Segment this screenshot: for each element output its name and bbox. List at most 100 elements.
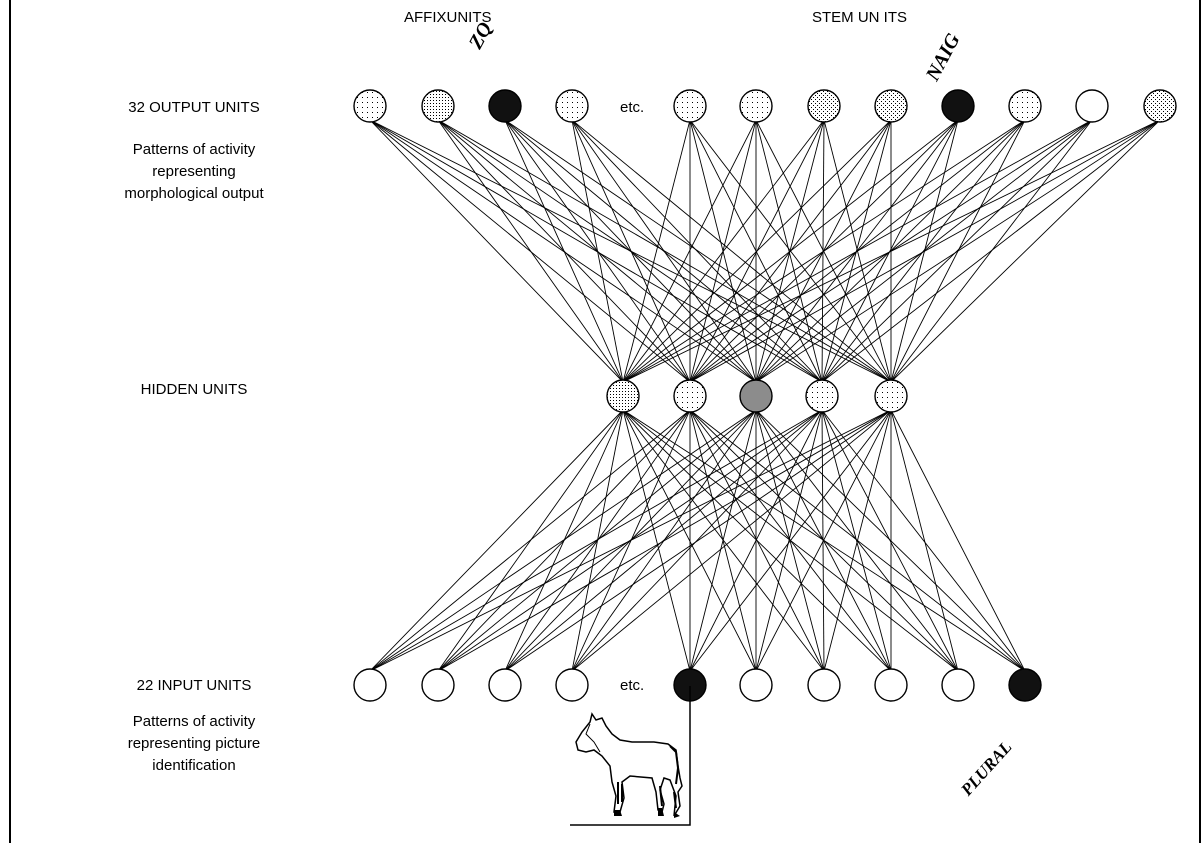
connection-input-8-hidden-3 xyxy=(821,409,959,672)
connection-output-0-hidden-3 xyxy=(369,119,823,383)
connection-output-10-hidden-3 xyxy=(821,119,1093,383)
connection-output-11-hidden-1 xyxy=(689,119,1161,383)
connection-input-0-hidden-1 xyxy=(369,409,691,672)
output-unit-1 xyxy=(421,89,455,123)
connection-output-5-hidden-3 xyxy=(755,119,823,383)
connection-output-1-hidden-1 xyxy=(437,119,691,383)
connection-input-4-hidden-2 xyxy=(689,409,757,672)
hidden-unit-4 xyxy=(874,379,908,413)
connection-input-5-hidden-4 xyxy=(755,409,892,672)
hidden-unit-1 xyxy=(673,379,707,413)
input-unit-6 xyxy=(807,668,841,702)
input-unit-2 xyxy=(488,668,522,702)
input-unit-7 xyxy=(874,668,908,702)
connection-input-5-hidden-0 xyxy=(622,409,757,672)
connection-input-1-hidden-2 xyxy=(437,409,757,672)
connection-output-8-hidden-3 xyxy=(821,119,959,383)
output-desc-line-3: morphological output xyxy=(124,185,264,202)
connection-output-4-hidden-2 xyxy=(689,119,757,383)
connection-output-7-hidden-3 xyxy=(821,119,892,383)
hidden-unit-0 xyxy=(606,379,640,413)
connection-input-2-hidden-4 xyxy=(504,409,892,672)
connection-output-8-hidden-4 xyxy=(890,119,959,383)
connection-output-9-hidden-4 xyxy=(890,119,1026,383)
input-unit-1 xyxy=(421,668,455,702)
connection-output-11-hidden-4 xyxy=(890,119,1161,383)
connection-output-1-hidden-4 xyxy=(437,119,892,383)
output-unit-9 xyxy=(1008,89,1042,123)
connection-input-9-hidden-4 xyxy=(890,409,1026,672)
connection-output-1-hidden-2 xyxy=(437,119,757,383)
affix-units-header: AFFIXUNITS xyxy=(404,9,492,26)
output-unit-4 xyxy=(673,89,707,123)
connection-output-0-hidden-1 xyxy=(369,119,691,383)
output-unit-3 xyxy=(555,89,589,123)
output-unit-8 xyxy=(941,89,975,123)
connection-input-0-hidden-3 xyxy=(369,409,823,672)
connection-input-2-hidden-3 xyxy=(504,409,823,672)
stem-units-header: STEM UN ITS xyxy=(812,9,908,26)
input-etc-label: etc. xyxy=(620,677,645,694)
connection-input-4-hidden-3 xyxy=(689,409,823,672)
output-desc-line-2: representing xyxy=(152,163,236,180)
connection-output-10-hidden-4 xyxy=(890,119,1093,383)
connection-output-6-hidden-1 xyxy=(689,119,825,383)
output-unit-6 xyxy=(807,89,841,123)
connection-input-6-hidden-0 xyxy=(622,409,825,672)
connection-input-1-hidden-1 xyxy=(437,409,691,672)
input-layer-title: 22 INPUT UNITS xyxy=(136,677,252,694)
input-unit-3 xyxy=(555,668,589,702)
connection-output-2-hidden-3 xyxy=(504,119,823,383)
connection-input-7-hidden-3 xyxy=(821,409,892,672)
input-desc-line-1: Patterns of activity xyxy=(132,713,256,730)
input-unit-0 xyxy=(353,668,387,702)
connection-output-9-hidden-3 xyxy=(821,119,1026,383)
connection-input-3-hidden-3 xyxy=(571,409,823,672)
connection-input-6-hidden-1 xyxy=(689,409,825,672)
connection-output-3-hidden-4 xyxy=(571,119,892,383)
connection-output-0-hidden-4 xyxy=(369,119,892,383)
connection-input-1-hidden-4 xyxy=(437,409,892,672)
connection-output-8-hidden-2 xyxy=(755,119,959,383)
input-unit-5 xyxy=(739,668,773,702)
connection-output-4-hidden-3 xyxy=(689,119,823,383)
output-desc-line-1: Patterns of activity xyxy=(132,141,256,158)
hidden-unit-2 xyxy=(739,379,773,413)
input-unit-9 xyxy=(1008,668,1042,702)
connection-output-6-hidden-0 xyxy=(622,119,825,383)
output-layer-title: 32 OUTPUT UNITS xyxy=(128,99,260,116)
connection-input-8-hidden-4 xyxy=(890,409,959,672)
connection-output-6-hidden-4 xyxy=(823,119,892,383)
horse-icon xyxy=(575,712,683,818)
connection-output-2-hidden-4 xyxy=(504,119,892,383)
connection-input-5-hidden-3 xyxy=(755,409,823,672)
connection-input-6-hidden-4 xyxy=(823,409,892,672)
connection-input-4-hidden-0 xyxy=(622,409,691,672)
connection-input-0-hidden-2 xyxy=(369,409,757,672)
connection-input-8-hidden-2 xyxy=(755,409,959,672)
connection-output-4-hidden-4 xyxy=(689,119,892,383)
output-unit-5 xyxy=(739,89,773,123)
connection-input-3-hidden-4 xyxy=(571,409,892,672)
input-unit-8 xyxy=(941,668,975,702)
output-etc-label: etc. xyxy=(620,99,645,116)
connection-input-0-hidden-0 xyxy=(369,409,624,672)
input-desc-line-3: identification xyxy=(152,757,236,774)
output-unit-11 xyxy=(1143,89,1177,123)
output-unit-2 xyxy=(488,89,522,123)
connections xyxy=(369,119,1161,672)
hidden-unit-3 xyxy=(805,379,839,413)
picture-bracket xyxy=(570,686,691,826)
output-unit-10 xyxy=(1075,89,1109,123)
connection-input-4-hidden-4 xyxy=(689,409,892,672)
output-unit-0 xyxy=(353,89,387,123)
connection-output-4-hidden-0 xyxy=(622,119,691,383)
connection-input-0-hidden-4 xyxy=(369,409,892,672)
connection-output-0-hidden-2 xyxy=(369,119,757,383)
hidden-layer-title: HIDDEN UNITS xyxy=(140,381,248,398)
output-unit-7 xyxy=(874,89,908,123)
connection-output-3-hidden-3 xyxy=(571,119,823,383)
connection-output-5-hidden-0 xyxy=(622,119,757,383)
